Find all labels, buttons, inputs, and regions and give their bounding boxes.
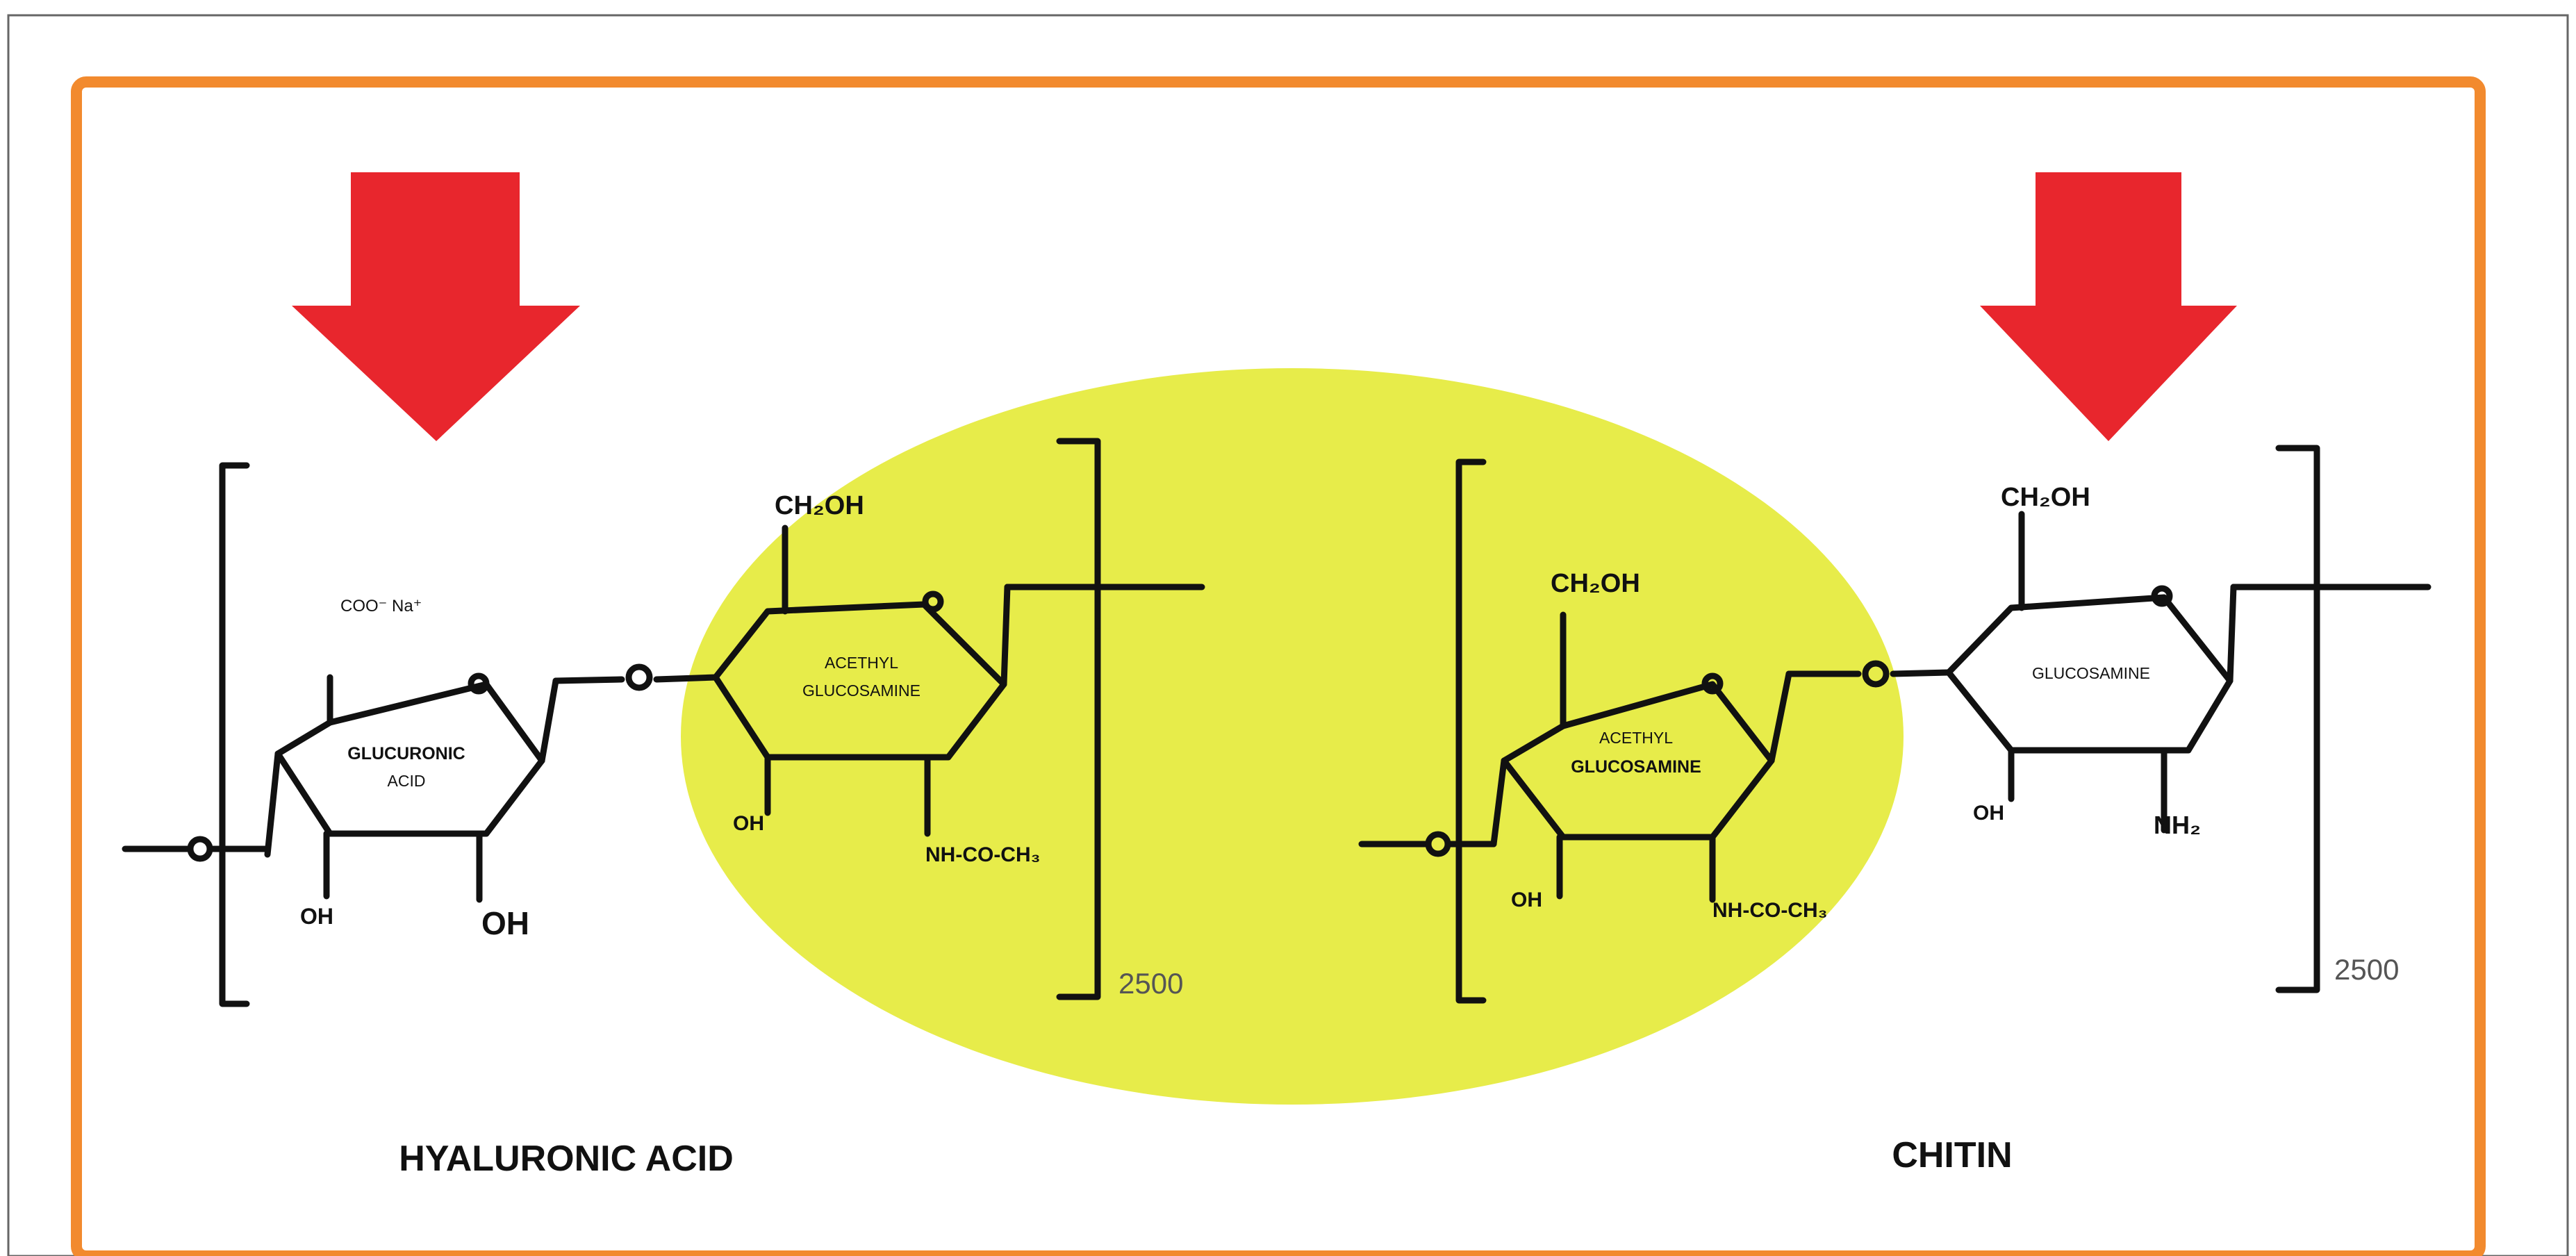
ring-name-line2: GLUCOSAMINE: [802, 681, 920, 700]
ring-oxygen-circle: [468, 672, 490, 695]
chain-oxygen-circle: [1425, 831, 1451, 857]
molecule-name-hyaluronic-acid: HYALURONIC ACID: [399, 1139, 734, 1179]
down-arrow-icon: [292, 172, 580, 441]
down-arrow-icon: [1980, 172, 2237, 441]
right-bracket: [2275, 445, 2320, 993]
hydroxyl-label: OH: [1511, 889, 1542, 911]
highlight-ellipse: [681, 368, 1904, 1105]
chain-oxygen-circle: [187, 836, 213, 862]
linkage-oxygen-circle: [625, 663, 653, 691]
ring-name-line2: ACID: [388, 772, 426, 790]
ring-name-line1: GLUCOSAMINE: [2032, 664, 2150, 682]
substituent-label: CH₂OH: [775, 491, 864, 520]
ring-name-line1: ACETHYL: [1599, 729, 1673, 747]
amine-label: NH₂: [2154, 811, 2201, 839]
molecule-name-chitin: CHITIN: [1892, 1135, 2012, 1175]
ring-oxygen-circle: [1701, 672, 1724, 695]
ring-name-line1: ACETHYL: [825, 654, 898, 672]
repeat-count: 2500: [2334, 953, 2399, 986]
substituent-label: COO⁻ Na⁺: [340, 597, 422, 615]
ring-name-line1: GLUCURONIC: [347, 744, 465, 763]
ring-name-line2: GLUCOSAMINE: [1571, 757, 1701, 777]
substituent-label: CH₂OH: [2001, 483, 2090, 512]
hydroxyl-label: OH: [481, 905, 529, 941]
hyaluronic-acid-structure: [122, 438, 1205, 1007]
hydroxyl-label: OH: [300, 904, 333, 929]
ring-oxygen-circle: [2151, 585, 2173, 607]
orange-frame: [71, 76, 2486, 1256]
substituent-label: CH₂OH: [1551, 569, 1640, 598]
amide-label: NH-CO-CH₃: [1712, 899, 1828, 922]
amide-label: NH-CO-CH₃: [925, 843, 1041, 866]
repeat-count: 2500: [1118, 967, 1183, 1000]
ring-oxygen-circle: [922, 590, 944, 613]
left-bracket: [219, 462, 250, 1007]
chitin-structure: [1358, 445, 2431, 1004]
left-bracket: [1455, 458, 1487, 1004]
linkage-oxygen-circle: [1862, 660, 1890, 688]
hydroxyl-label: OH: [1973, 802, 2004, 825]
right-bracket: [1056, 438, 1101, 1000]
hydroxyl-label: OH: [733, 812, 764, 835]
